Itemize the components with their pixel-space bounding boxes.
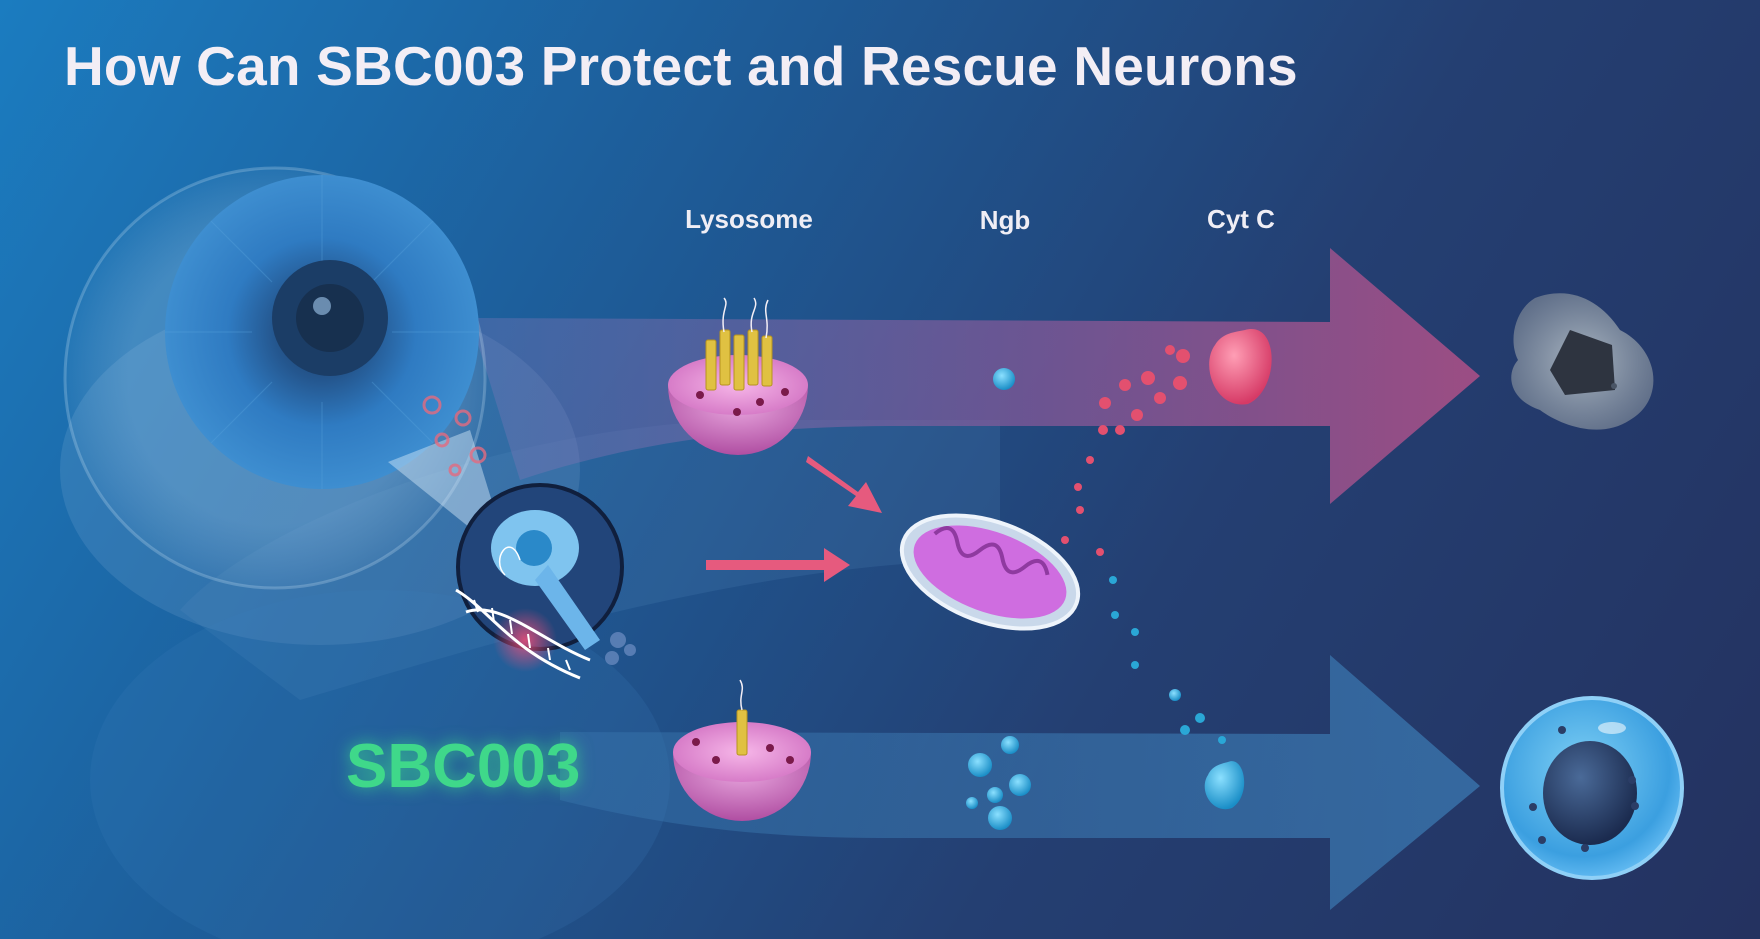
mitochondrion-icon: [899, 513, 1081, 631]
cytc-particles: [1061, 345, 1190, 556]
page-title: How Can SBC003 Protect and Rescue Neuron…: [64, 35, 1298, 97]
lysosome-icon-top: [668, 297, 808, 455]
cytc-drop-blue: [1204, 761, 1245, 810]
cytc-drop: [1209, 329, 1272, 405]
retinal-cell-icon: [456, 483, 636, 665]
lysosome-icon-bottom: [673, 679, 811, 821]
label-lysosome: Lysosome: [685, 204, 813, 234]
label-cytc: Cyt C: [1207, 204, 1275, 234]
signal-arrows: [706, 456, 882, 582]
ngb-particle-top: [993, 368, 1015, 390]
eye-icon: [63, 166, 487, 590]
dna-icon: [455, 546, 591, 680]
pink-particles: [422, 395, 487, 477]
drug-name: SBC003: [346, 732, 580, 801]
label-ngb: Ngb: [980, 205, 1031, 235]
apoptosis-arrow: [470, 248, 1480, 504]
dying-cell-icon: [1511, 293, 1654, 430]
ngb-particles: [1109, 576, 1226, 744]
healthy-cell-icon: [1500, 696, 1684, 880]
ngb-cluster: [966, 689, 1181, 830]
